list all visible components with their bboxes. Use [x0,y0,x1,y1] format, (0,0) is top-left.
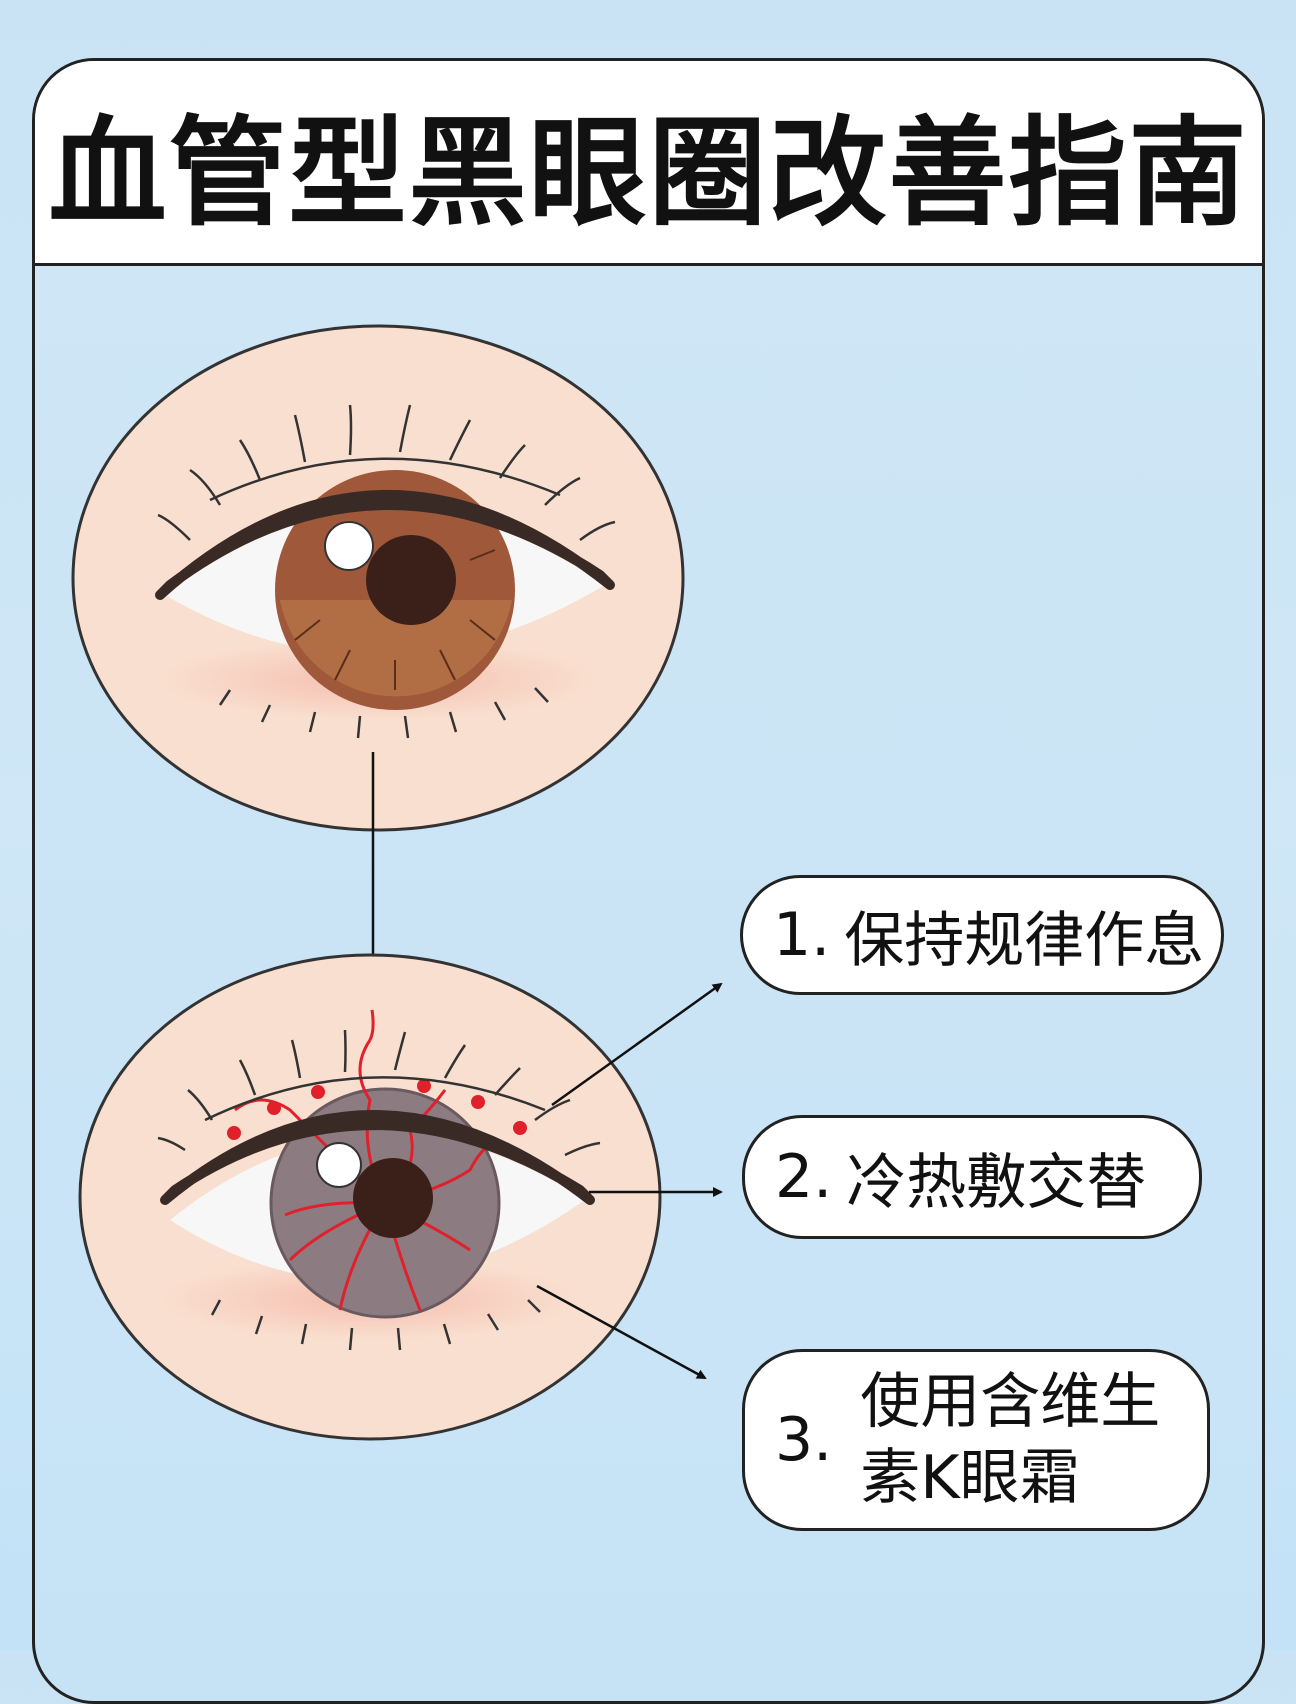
tip-3-number: 3. [775,1405,833,1475]
tip-3-text-line2: 素K眼霜 [860,1443,1080,1513]
tip-1-text: 保持规律作息 [844,905,1205,976]
arrow-to-tip-3 [536,1284,707,1380]
tip-1-number: 1. [773,900,831,970]
tip-1-box: 1. 保持规律作息 [740,875,1224,995]
title-bar: 血管型黑眼圈改善指南 [35,61,1262,266]
tip-2-number: 2. [775,1142,833,1212]
healthy-eye [71,324,685,832]
tip-2-text: 冷热敷交替 [846,1147,1147,1218]
tip-3-text-line1: 使用含维生 [860,1367,1161,1437]
page-title: 血管型黑眼圈改善指南 [48,103,1249,242]
eye-illustration [71,324,723,1441]
tip-2-box: 2. 冷热敷交替 [742,1115,1202,1239]
arrow-to-tip-1 [551,982,723,1107]
affected-eye [78,953,662,1441]
tip-3-box: 3. 使用含维生 素K眼霜 [742,1349,1210,1531]
